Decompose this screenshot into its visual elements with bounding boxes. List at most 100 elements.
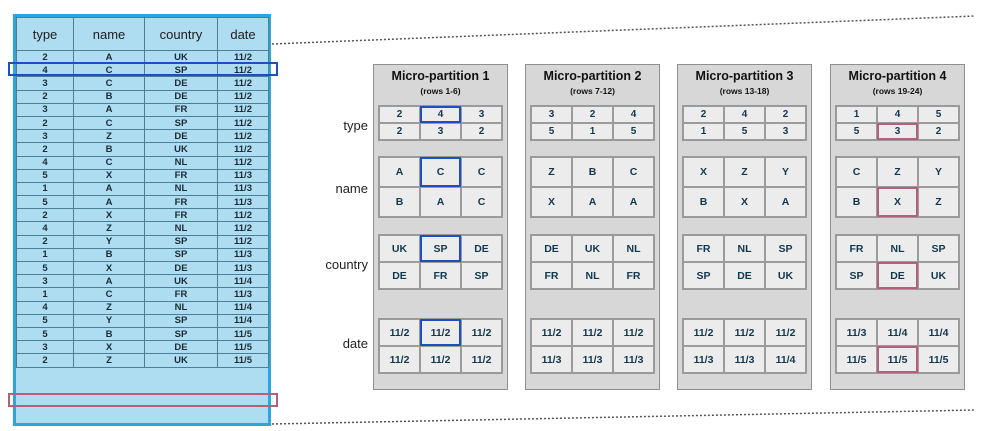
- value-cell: 11/2: [683, 319, 724, 346]
- partition-row-range: (rows 19-24): [872, 86, 923, 96]
- connector-top: [271, 15, 976, 45]
- value-cell: 4: [877, 106, 918, 123]
- value-cell: 5: [724, 123, 765, 140]
- value-cell: 11/2: [724, 319, 765, 346]
- value-cell: DE: [724, 262, 765, 289]
- value-cell: UK: [379, 235, 420, 262]
- value-cell: 3: [765, 123, 806, 140]
- value-cell: 5: [918, 106, 959, 123]
- value-cell: B: [572, 157, 613, 187]
- value-cell: A: [420, 187, 461, 217]
- value-cell: NL: [724, 235, 765, 262]
- header-type: type: [16, 17, 74, 51]
- value-cell: 11/2: [461, 346, 502, 373]
- value-cell: 11/5: [836, 346, 877, 373]
- value-cell: 11/2: [379, 346, 420, 373]
- value-cell: 2: [379, 123, 420, 140]
- value-cell: 11/2: [461, 319, 502, 346]
- value-cell: C: [461, 187, 502, 217]
- cell-date: 11/5: [217, 353, 269, 368]
- value-cell: UK: [572, 235, 613, 262]
- value-cell: SP: [683, 262, 724, 289]
- header-date: date: [217, 17, 269, 51]
- cell-type: 3: [16, 102, 74, 117]
- row-label-country: country: [325, 257, 368, 272]
- value-cell: 11/2: [379, 319, 420, 346]
- connector-bottom: [271, 409, 976, 425]
- highlighted-row-pink: [8, 393, 278, 407]
- partition-row-range: (rows 13-18): [719, 86, 770, 96]
- value-cell: X: [724, 187, 765, 217]
- value-cell: 2: [379, 106, 420, 123]
- value-cell: NL: [613, 235, 654, 262]
- value-cell: X: [531, 187, 572, 217]
- value-cell: DE: [461, 235, 502, 262]
- value-cell: 11/4: [877, 319, 918, 346]
- cell-date: 11/2: [217, 102, 269, 117]
- cell-date: 11/2: [217, 89, 269, 104]
- cell-date: 11/3: [217, 195, 269, 210]
- highlighted-value-cell: 11/5: [877, 346, 918, 373]
- value-cell: 4: [724, 106, 765, 123]
- value-cell: FR: [683, 235, 724, 262]
- value-cell: SP: [461, 262, 502, 289]
- partition-title: Micro-partition 1: [391, 69, 490, 83]
- value-cell: SP: [836, 262, 877, 289]
- value-cell: SP: [918, 235, 959, 262]
- value-cell: Y: [765, 157, 806, 187]
- value-cell: 11/4: [918, 319, 959, 346]
- value-cell: A: [379, 157, 420, 187]
- value-cell: 11/3: [613, 346, 654, 373]
- value-cell: NL: [877, 235, 918, 262]
- value-cell: Z: [531, 157, 572, 187]
- partition-title: Micro-partition 4: [848, 69, 947, 83]
- value-cell: 11/3: [724, 346, 765, 373]
- value-cell: 4: [613, 106, 654, 123]
- value-cell: Z: [877, 157, 918, 187]
- value-cell: 2: [461, 123, 502, 140]
- value-cell: 11/3: [836, 319, 877, 346]
- value-cell: 2: [572, 106, 613, 123]
- highlighted-value-cell: 3: [877, 123, 918, 140]
- cell-date: 11/2: [217, 76, 269, 91]
- value-cell: UK: [918, 262, 959, 289]
- value-cell: 5: [613, 123, 654, 140]
- value-cell: FR: [836, 235, 877, 262]
- value-cell: 3: [461, 106, 502, 123]
- value-cell: 2: [765, 106, 806, 123]
- value-cell: 5: [531, 123, 572, 140]
